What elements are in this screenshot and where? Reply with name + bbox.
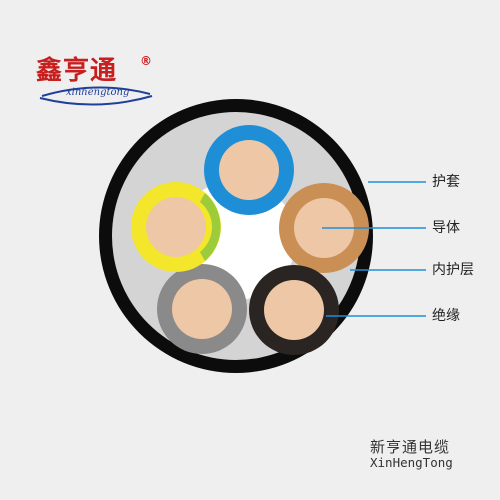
label-insulation: 绝缘 [432, 308, 460, 324]
brand-latin: xinhengtong [66, 87, 130, 98]
core-grey-conductor [172, 279, 232, 339]
core-yellow-green-stripe [200, 193, 221, 261]
label-inner-layer: 内护层 [432, 262, 474, 278]
label-sheath: 护套 [432, 174, 460, 190]
core-blue-conductor [219, 140, 279, 200]
brand-name: 鑫亨通 [36, 56, 118, 86]
registered-mark: ® [140, 54, 152, 68]
brand-logo: 鑫亨通 ® xinhengtong [36, 54, 156, 108]
label-conductor: 导体 [432, 220, 460, 236]
core-black-conductor [264, 280, 324, 340]
logo-swoosh-icon [39, 86, 153, 106]
company-name-en: XinHengTong [370, 455, 453, 470]
company-name-cn: 新亨通电缆 [370, 438, 451, 456]
core-yellow-green-conductor [146, 197, 206, 257]
